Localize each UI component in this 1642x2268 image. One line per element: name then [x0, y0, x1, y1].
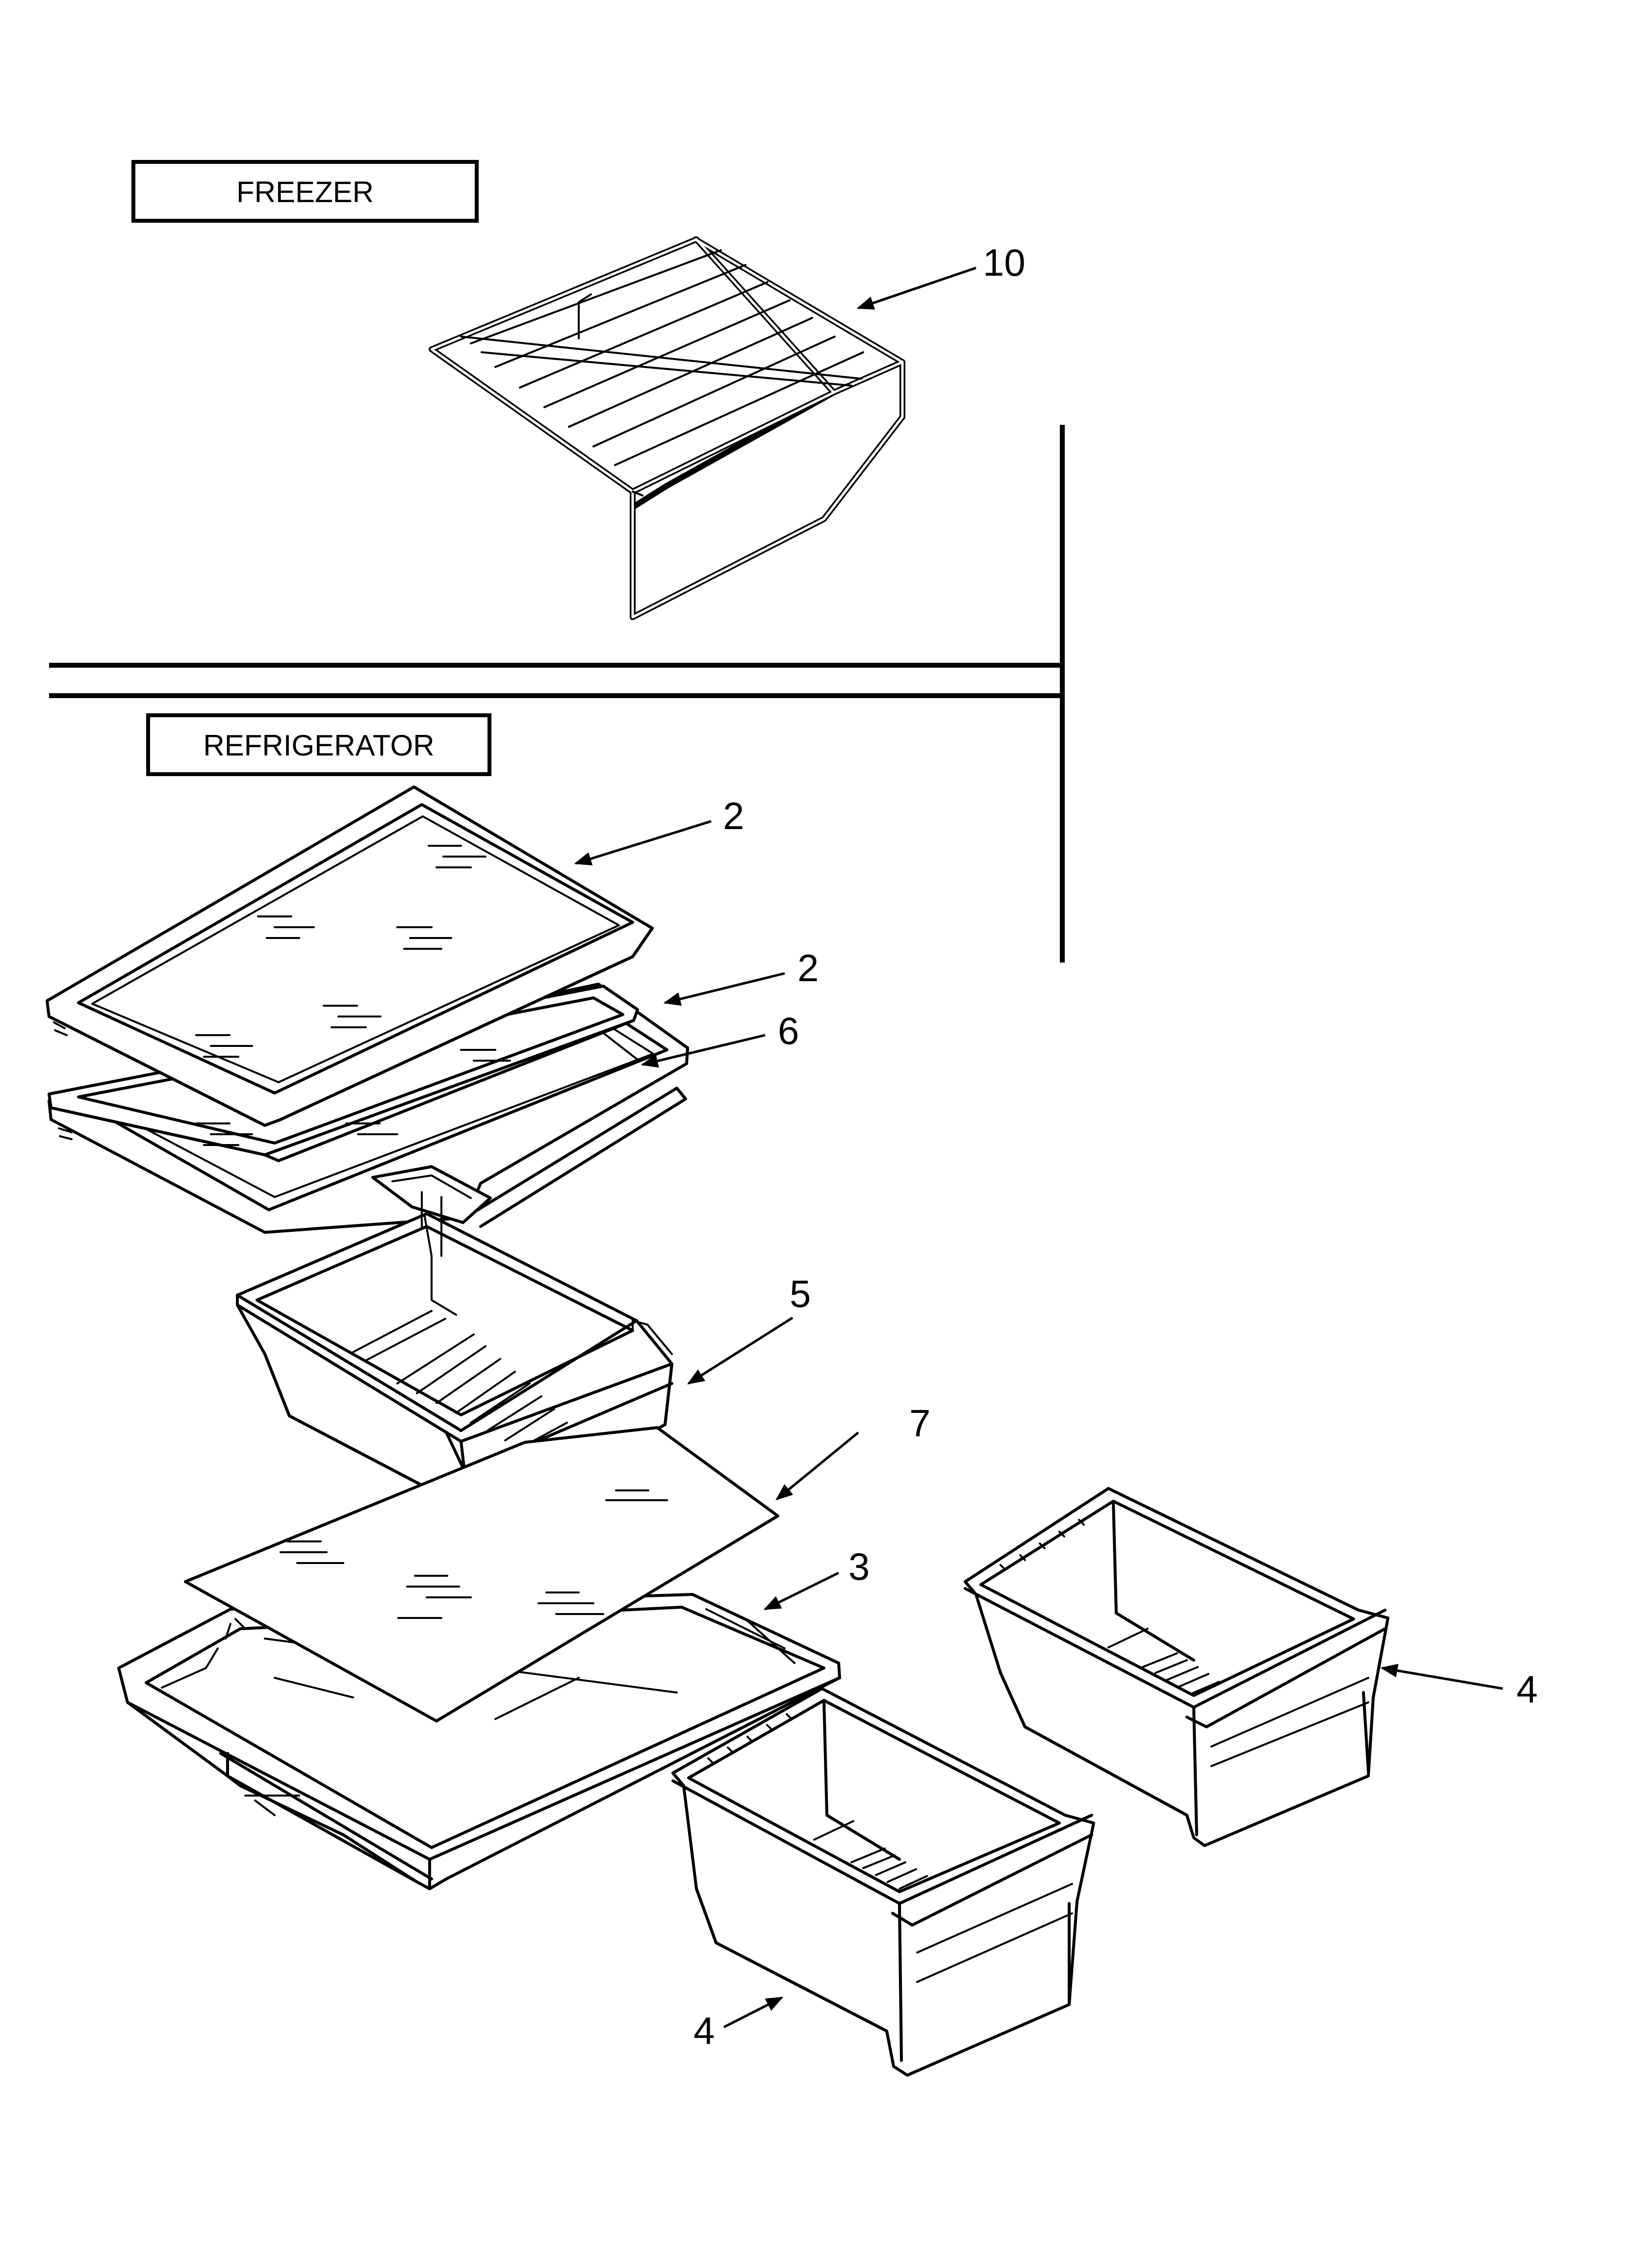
arrow-glass-shelf-top	[574, 820, 712, 865]
arrow-shelf-frame	[641, 1034, 766, 1068]
arrow-crisper-right	[1380, 1664, 1503, 1690]
refrigerator-label-text: REFRIGERATOR	[203, 729, 434, 762]
callout-crisper-right: 4	[1516, 1668, 1538, 1711]
callout-glass-shelf-top: 2	[723, 794, 744, 837]
arrow-glass-shelf-second	[663, 972, 785, 1006]
glass-reflection-marks	[195, 845, 511, 1146]
arrow-crisper-cover-frame	[763, 1571, 840, 1611]
arrow-crisper-left	[723, 1996, 784, 2029]
callout-crisper-cover-glass: 7	[909, 1402, 930, 1445]
callout-glass-shelf-second: 2	[797, 946, 819, 990]
callout-shelf-frame: 6	[778, 1009, 799, 1052]
cover-glass-reflection-marks	[280, 1489, 668, 1619]
freezer-section-label: FREEZER	[131, 160, 479, 223]
freezer-wire-shelf	[429, 236, 905, 620]
callout-meat-pan: 5	[790, 1272, 811, 1315]
crisper-drawer-right	[964, 1487, 1389, 1847]
callout-labels: 10 2 2 6 5 7 3 4 4	[693, 241, 1538, 2052]
callout-crisper-left: 4	[693, 2009, 715, 2052]
callout-arrows	[574, 266, 1503, 2029]
callout-crisper-cover-frame: 3	[848, 1545, 870, 1588]
crisper-right-ribs	[1107, 1628, 1220, 1694]
crisper-cover-frame	[117, 1593, 841, 1890]
refrigerator-section-label: REFRIGERATOR	[146, 713, 491, 776]
callout-wire-shelf: 10	[983, 241, 1026, 284]
arrow-wire-shelf	[856, 266, 976, 310]
crisper-drawer-left	[671, 1687, 1095, 2077]
freezer-label-text: FREEZER	[236, 176, 374, 209]
arrow-crisper-cover-glass	[775, 1432, 859, 1501]
glass-shelf-top	[46, 785, 654, 1146]
crisper-cover-glass	[184, 1426, 779, 1722]
arrow-meat-pan	[687, 1316, 794, 1385]
compartment-divider	[49, 425, 1065, 963]
crisper-left-ribs	[813, 1820, 928, 1890]
